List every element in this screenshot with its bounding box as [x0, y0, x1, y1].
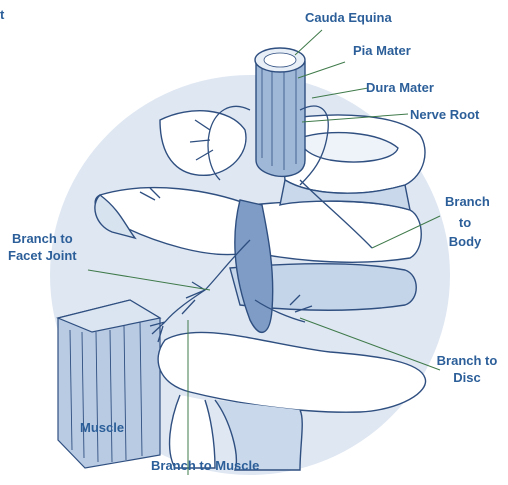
pia-mater-label: Pia Mater	[353, 42, 411, 59]
branch-to-disc-line-2: Disc	[430, 369, 504, 386]
leader-cauda-equina	[295, 30, 322, 55]
muscle-label: Muscle	[80, 419, 124, 436]
branch-to-facet-joint-label: Branch to Facet Joint	[8, 230, 77, 264]
branch-to-disc-line-1: Branch to	[430, 352, 504, 369]
nerve-root-label: Nerve Root	[410, 106, 479, 123]
branch-to-facet-line-1: Branch to	[12, 230, 77, 247]
corner-fragment-label: t	[0, 6, 4, 23]
branch-to-facet-line-2: Facet Joint	[8, 247, 77, 264]
branch-to-body-line-1: Branch	[445, 193, 485, 210]
cauda-equina-label: Cauda Equina	[305, 9, 392, 26]
dura-mater-label: Dura Mater	[366, 79, 434, 96]
branch-to-body-label: Branch to Body	[445, 193, 485, 250]
branch-to-disc-label: Branch to Disc	[430, 352, 504, 386]
muscle-block	[58, 300, 160, 468]
branch-to-body-line-2: to	[445, 214, 485, 231]
branch-to-body-line-3: Body	[445, 233, 485, 250]
branch-to-muscle-label: Branch to Muscle	[151, 457, 259, 474]
